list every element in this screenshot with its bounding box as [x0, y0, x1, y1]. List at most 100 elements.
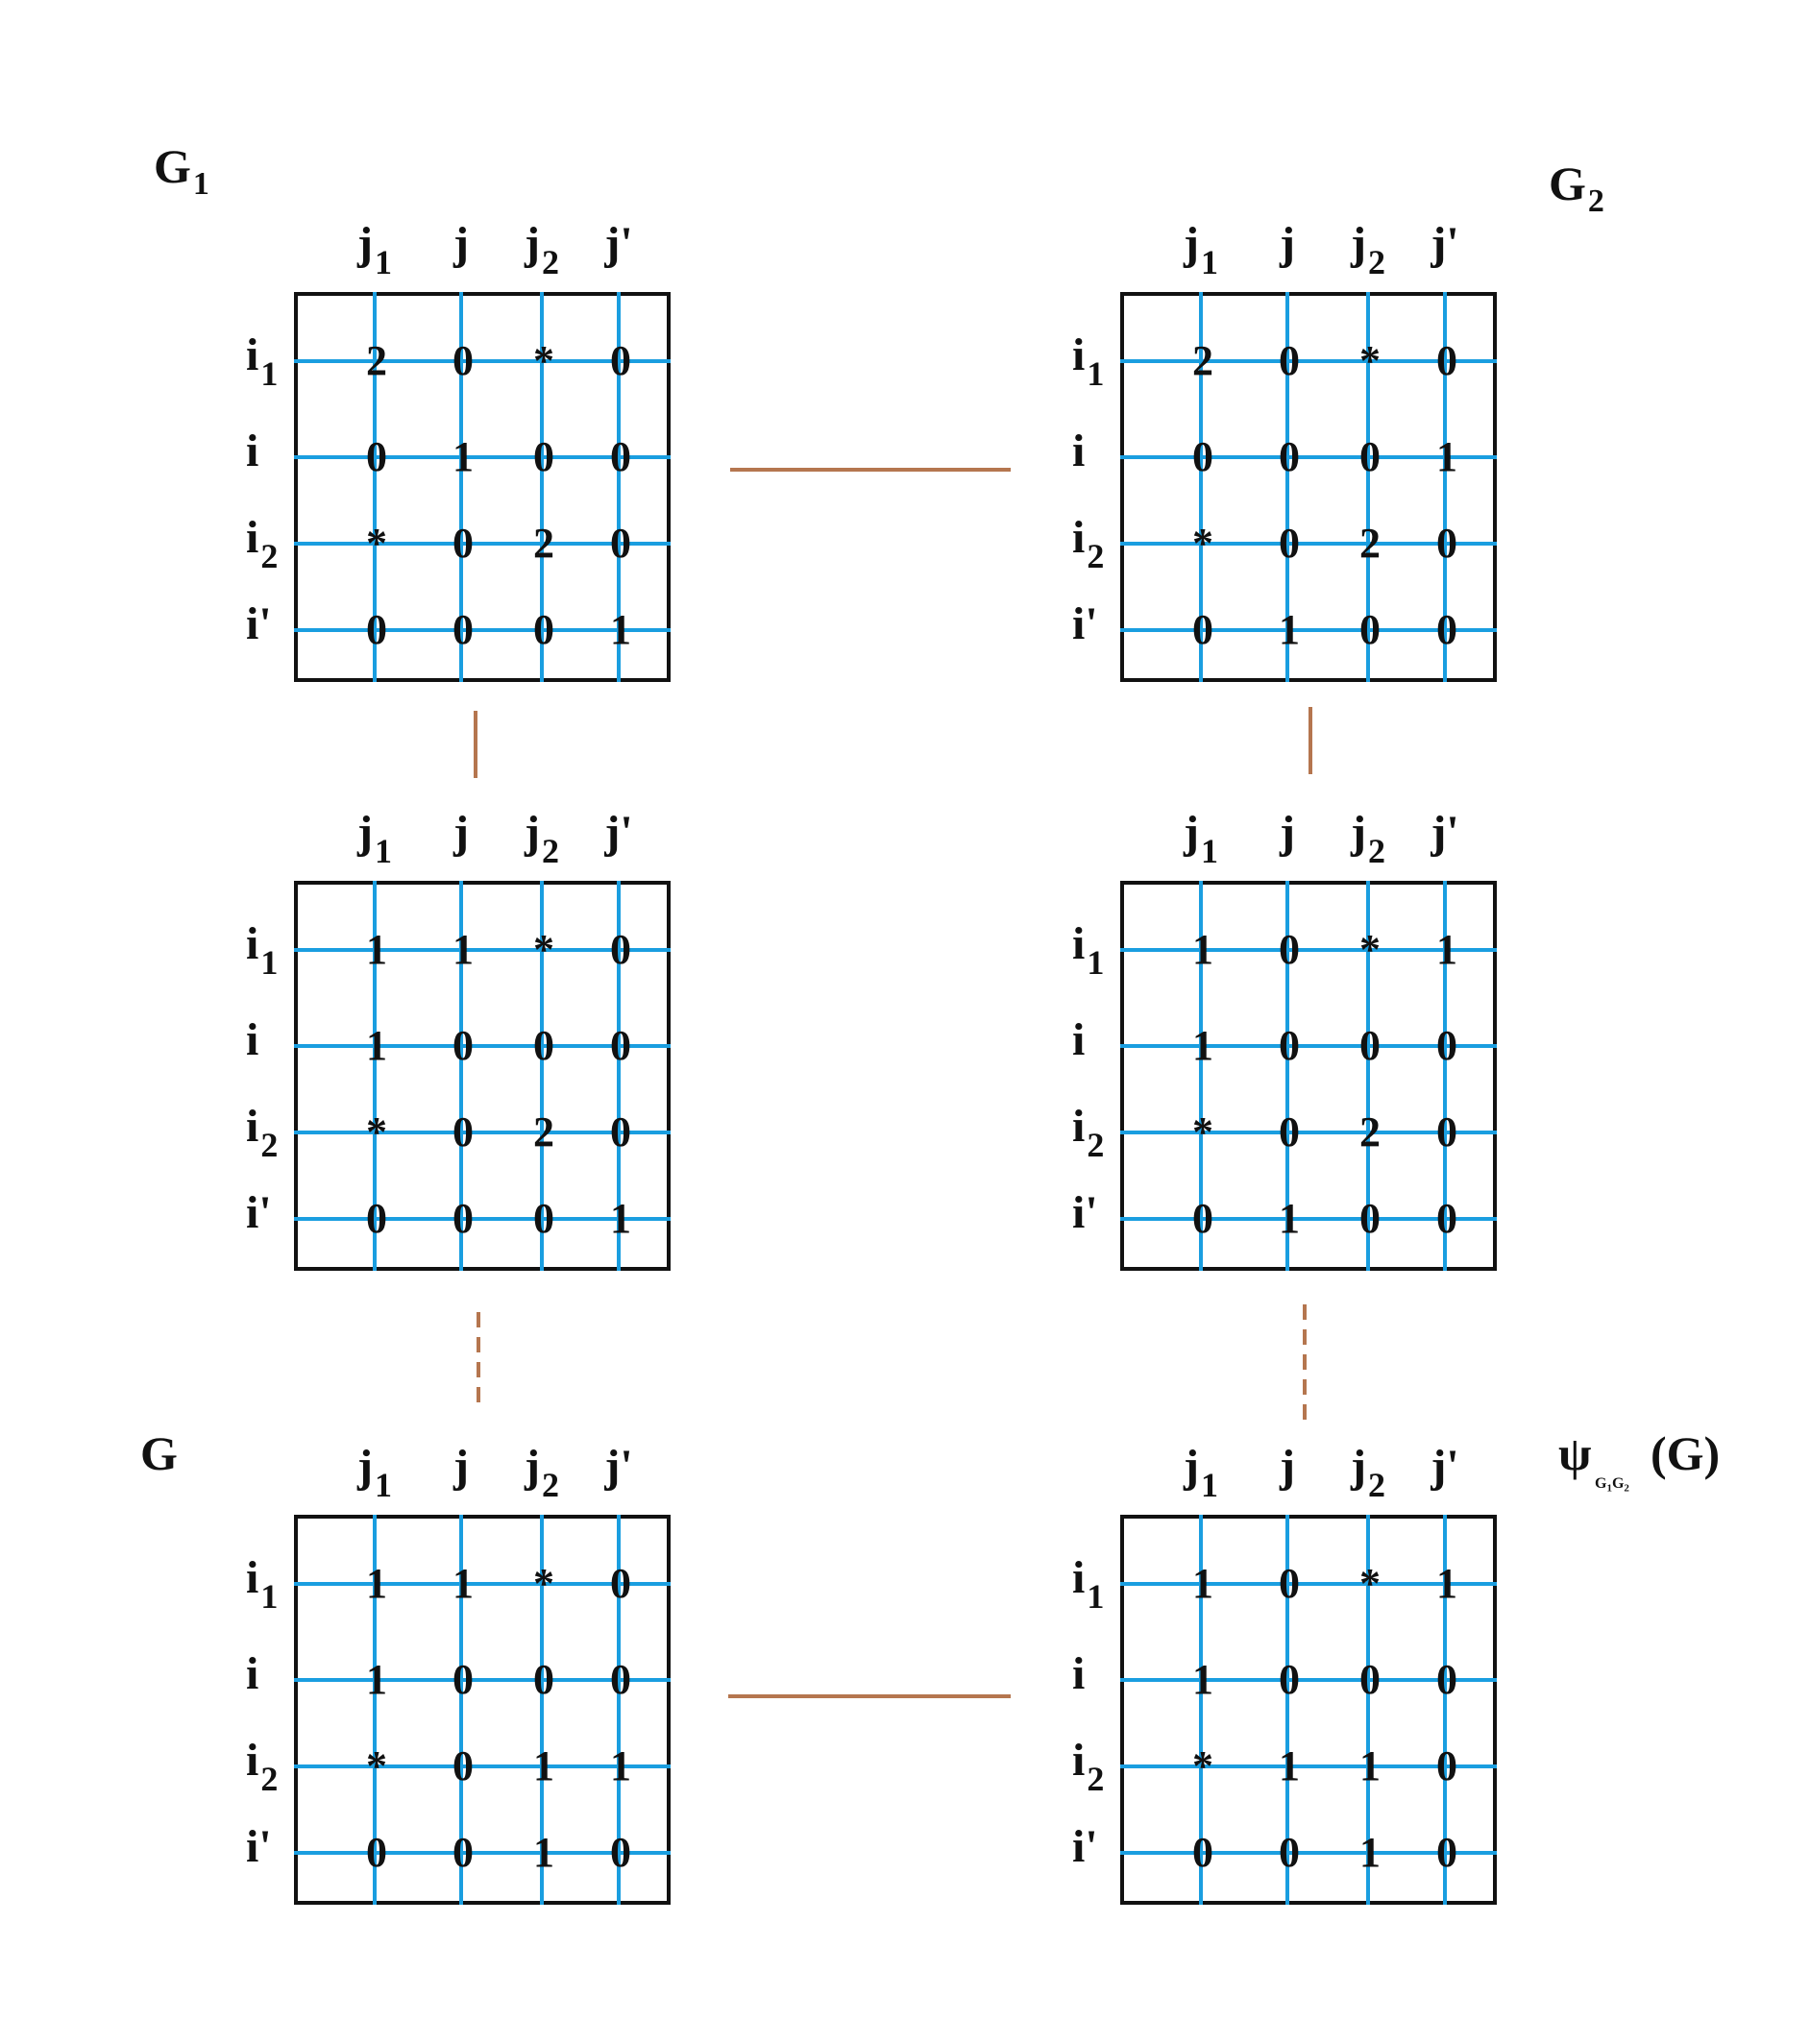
matrix-cell: 1: [533, 1742, 554, 1789]
matrix-cell: 0: [533, 433, 554, 480]
matrix-cell: *: [1192, 1742, 1213, 1789]
matrix-cell: 0: [1436, 520, 1457, 567]
dash-segment: [477, 1387, 480, 1402]
column-label: j': [604, 807, 633, 858]
matrix-cell: 1: [452, 1560, 474, 1607]
dash-segment: [1303, 1329, 1307, 1345]
column-label: j': [1431, 807, 1459, 858]
matrix-cell: *: [1192, 1108, 1213, 1156]
column-label: j1: [357, 1441, 392, 1505]
matrix-cell: 0: [1279, 1560, 1300, 1607]
column-label: j2: [525, 218, 559, 282]
column-label: j2: [1351, 807, 1385, 871]
row-label: i: [1072, 426, 1086, 476]
grid-column-line: [373, 1515, 377, 1905]
label-psi-argument: (G): [1651, 1426, 1721, 1480]
matrix-cell: 0: [1279, 337, 1300, 384]
column-label: j1: [357, 807, 392, 871]
grid-column-line: [1366, 881, 1370, 1271]
matrix-cell: 0: [1436, 1742, 1457, 1789]
matrix-cell: 0: [1279, 1022, 1300, 1069]
row-label: i': [246, 1187, 272, 1238]
row-label: i: [1072, 1648, 1086, 1699]
matrix-cell: *: [1192, 520, 1213, 567]
column-label: j2: [1351, 218, 1385, 282]
matrix-cell: 0: [1279, 926, 1300, 973]
matrix-cell: 1: [1359, 1742, 1381, 1789]
column-label: j1: [357, 218, 392, 282]
matrix-cell: 1: [366, 1656, 387, 1703]
grid-column-line: [1285, 881, 1289, 1271]
grid-row-line: [1120, 1131, 1497, 1134]
matrix-cell: 0: [533, 1656, 554, 1703]
matrix-cell: 0: [366, 1829, 387, 1876]
matrix-cell: 0: [1436, 1195, 1457, 1242]
matrix-frame: [1120, 292, 1497, 682]
matrix-cell: 0: [366, 606, 387, 653]
matrix-cell: 1: [610, 606, 631, 653]
matrix-cell: 1: [366, 926, 387, 973]
row-label: i1: [1072, 918, 1105, 983]
dash-segment: [1303, 1304, 1307, 1320]
label-g2: G2: [1549, 157, 1604, 219]
grid-column-line: [459, 292, 463, 682]
matrix-cell: *: [366, 520, 387, 567]
column-label: j2: [1351, 1441, 1385, 1505]
matrix-cell: 0: [1359, 1656, 1381, 1703]
grid-row-line: [294, 1851, 671, 1855]
column-label: j2: [525, 807, 559, 871]
grid-column-line: [373, 881, 377, 1271]
matrix-cell: 1: [1279, 1742, 1300, 1789]
row-label: i': [246, 1821, 272, 1872]
grid-column-line: [1285, 1515, 1289, 1905]
row-label: i2: [1072, 1735, 1105, 1799]
matrix-cell: 0: [1359, 433, 1381, 480]
grid-column-line: [1199, 1515, 1203, 1905]
column-label: j1: [1184, 1441, 1218, 1505]
matrix-cell: 0: [1436, 1108, 1457, 1156]
matrix-cell: 0: [1279, 1108, 1300, 1156]
label-g: G: [140, 1426, 178, 1480]
grid-row-line: [294, 1764, 671, 1768]
row-label: i': [1072, 1821, 1098, 1872]
matrix-cell: 0: [452, 520, 474, 567]
grid-row-line: [1120, 948, 1497, 952]
row-label: i1: [246, 918, 279, 983]
matrix-cell: 1: [533, 1829, 554, 1876]
matrix-cell: 0: [1192, 1195, 1213, 1242]
row-label: i1: [246, 1552, 279, 1617]
grid-column-line: [1366, 292, 1370, 682]
row-label: i': [246, 598, 272, 649]
matrix-cell: 1: [1192, 1022, 1213, 1069]
row-label: i: [1072, 1014, 1086, 1065]
grid-column-line: [617, 292, 621, 682]
matrix-cell: 0: [1279, 1656, 1300, 1703]
column-label: j': [604, 218, 633, 269]
matrix-cell: 1: [366, 1560, 387, 1607]
matrix-cell: 1: [1192, 1560, 1213, 1607]
matrix-cell: 2: [533, 1108, 554, 1156]
matrix-cell: 0: [1436, 1656, 1457, 1703]
matrix-cell: 0: [533, 606, 554, 653]
matrix-cell: 0: [610, 926, 631, 973]
column-label: j2: [525, 1441, 559, 1505]
grid-column-line: [1443, 1515, 1447, 1905]
grid-row-line: [294, 455, 671, 459]
column-label: j: [453, 1441, 469, 1492]
matrix-cell: 2: [533, 520, 554, 567]
matrix-cell: 0: [610, 433, 631, 480]
grid-row-line: [1120, 628, 1497, 632]
row-label: i2: [1072, 1101, 1105, 1165]
matrix-cell: 0: [610, 1560, 631, 1607]
matrix-cell: 0: [610, 1108, 631, 1156]
column-label: j': [1431, 218, 1459, 269]
matrix-cell: 0: [452, 1108, 474, 1156]
matrix-cell: 0: [1436, 1022, 1457, 1069]
grid-column-line: [459, 881, 463, 1271]
matrix-cell: 2: [1359, 1108, 1381, 1156]
row-label: i1: [1072, 329, 1105, 394]
matrix-cell: 0: [610, 1829, 631, 1876]
